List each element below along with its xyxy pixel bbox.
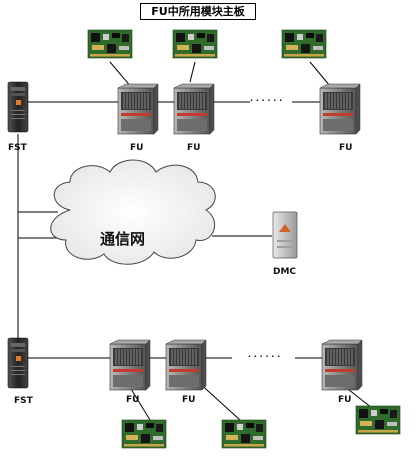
- fu-cabinet-bottom-1: [109, 339, 151, 391]
- network-label: 通信网: [100, 230, 146, 248]
- dmc-server: [272, 211, 298, 259]
- board-link-top-3: [309, 61, 331, 87]
- board-link-top-1: [109, 61, 133, 89]
- module-board-bottom-3: [355, 405, 401, 435]
- module-board-bottom-1: [121, 419, 167, 449]
- module-board-top-3: [281, 29, 327, 59]
- fu-cabinet-bottom-2: [165, 339, 207, 391]
- fu-cabinet-top-1: [117, 83, 159, 135]
- fu-cabinet-bottom-3: [321, 339, 363, 391]
- module-board-top-2: [172, 29, 218, 59]
- module-board-bottom-2: [221, 419, 267, 449]
- network-cloud: [50, 159, 216, 265]
- ellipsis-bottom: · · · · · ·: [248, 352, 281, 361]
- module-board-top-1: [87, 29, 133, 59]
- ellipsis-top: · · · · · ·: [250, 96, 283, 105]
- fst-label-bottom: FST: [14, 396, 33, 406]
- fu-label-top-3: FU: [339, 143, 353, 153]
- fu-label-top-2: FU: [187, 143, 201, 153]
- fst-label-top: FST: [8, 143, 27, 153]
- fu-label-bottom-3: FU: [338, 395, 352, 405]
- fu-label-top-1: FU: [130, 143, 144, 153]
- fst-server-bottom: [7, 337, 29, 389]
- fst-server-top: [7, 81, 29, 133]
- board-link-top-2: [189, 61, 196, 83]
- dmc-label: DMC: [273, 267, 297, 277]
- fu-label-bottom-1: FU: [126, 395, 140, 405]
- fu-cabinet-top-2: [173, 83, 215, 135]
- fu-cabinet-top-3: [319, 83, 361, 135]
- diagram-title: FU中所用模块主板: [140, 3, 256, 20]
- fu-label-bottom-2: FU: [182, 395, 196, 405]
